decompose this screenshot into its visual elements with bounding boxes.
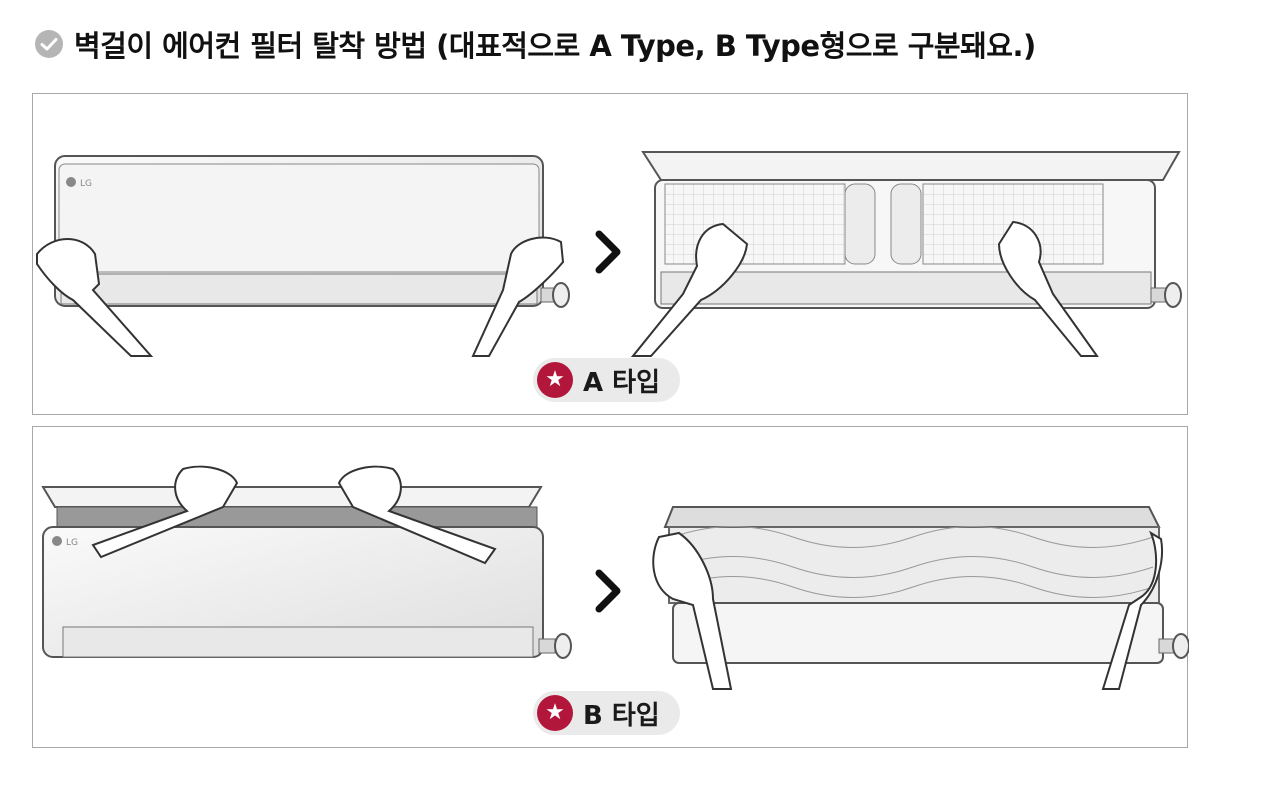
type-a-illustration: LG ★ A 타입 [32, 93, 1188, 415]
svg-text:LG: LG [80, 179, 92, 189]
type-b-illustration: LG ★ B 타입 [32, 426, 1189, 748]
type-b-scene: LG [41, 465, 1189, 690]
hand-icon [36, 236, 565, 357]
svg-text:LG: LG [66, 538, 78, 548]
ac-unit-filter-removed [663, 506, 1189, 664]
check-circle-icon [35, 30, 63, 58]
type-b-badge: ★ B 타입 [533, 691, 680, 735]
lg-logo: LG [66, 177, 92, 189]
type-a-badge: ★ A 타입 [533, 358, 681, 402]
ac-unit-closed: LG [54, 155, 570, 308]
type-a-scene: LG [36, 151, 1182, 357]
lg-logo: LG [52, 536, 78, 548]
ac-unit-lid-lifted: LG [41, 486, 572, 659]
chevron-right-icon [595, 230, 621, 274]
hand-icon [652, 530, 1163, 690]
type-b-label: B 타입 [583, 700, 660, 731]
star-icon: ★ [537, 695, 573, 731]
star-icon: ★ [537, 362, 573, 398]
type-a-label: A 타입 [583, 367, 661, 398]
hand-icon [630, 220, 1099, 357]
chevron-right-icon [595, 569, 621, 613]
section-heading: 벽걸이 에어컨 필터 탈착 방법 (대표적으로 A Type, B Type형으… [34, 24, 1036, 64]
heading-text: 벽걸이 에어컨 필터 탈착 방법 (대표적으로 A Type, B Type형으… [74, 29, 1036, 63]
ac-unit-open [641, 151, 1182, 309]
hand-icon [91, 465, 497, 565]
